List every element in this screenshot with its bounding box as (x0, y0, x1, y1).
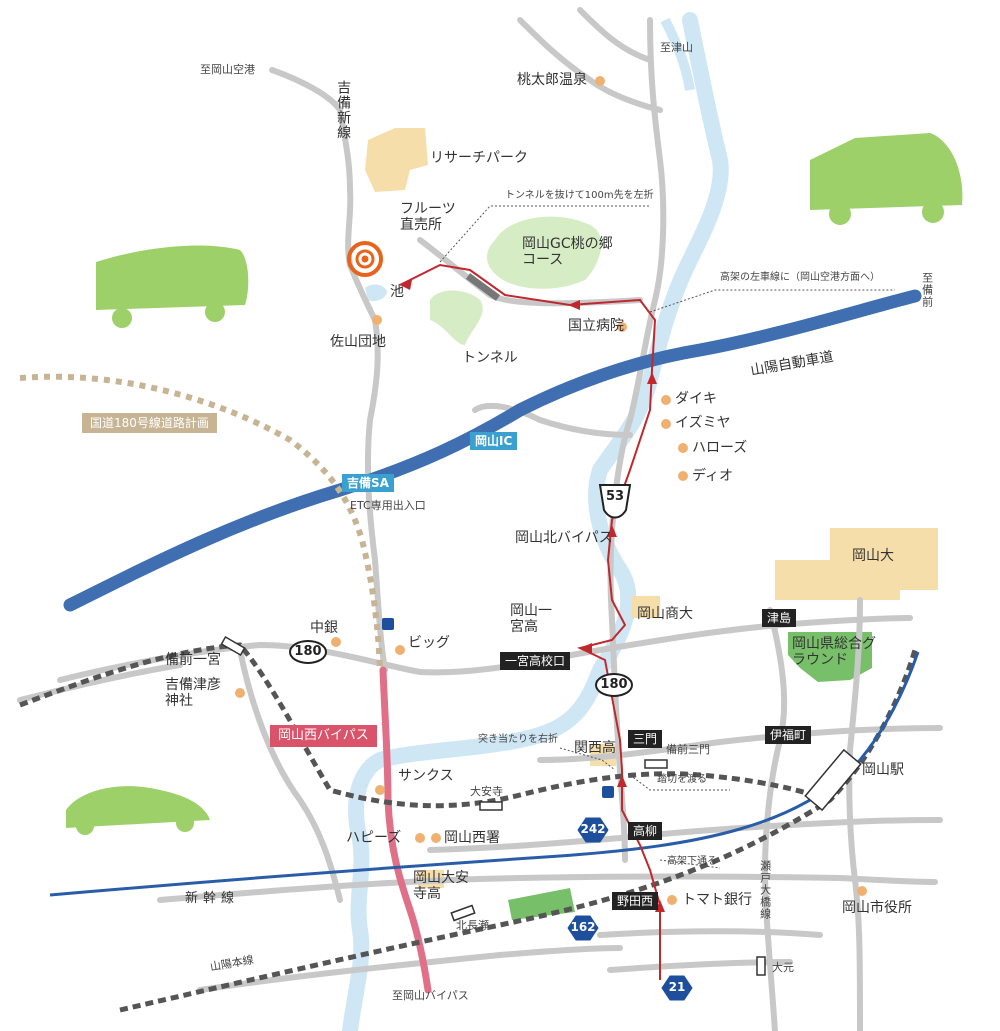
shodai-area (632, 596, 660, 618)
label-national-hospital: 国立病院 (568, 318, 624, 334)
label-halows: ハローズ (692, 440, 748, 456)
label-deo: ディオ (692, 468, 734, 484)
route-path (399, 263, 661, 980)
river (342, 12, 729, 1031)
label-to-airport: 至岡山空港 (200, 63, 255, 76)
label-kibi-line: 吉備新線 (335, 80, 352, 140)
railway-line (19, 642, 831, 809)
route-21-number: 21 (668, 980, 686, 994)
van-icon (810, 133, 963, 225)
label-momotaro-onsen: 桃太郎温泉 (517, 72, 587, 88)
route-53-number: 53 (605, 489, 625, 504)
label-daianji: 大安寺 (470, 785, 503, 798)
label-west-police: 岡山西署 (444, 830, 500, 846)
sports-ground-area (788, 632, 872, 682)
label-tunnel-note: トンネルを抜けて100m先を左折 (505, 190, 654, 201)
label-bizen-sanmon: 備前三門 (666, 743, 710, 756)
label-chugin: 中銀 (310, 620, 338, 636)
label-ichinomiya-high: 岡山一宮高 (510, 603, 552, 636)
sanyo-expressway (63, 289, 922, 612)
west-bypass-road (379, 666, 432, 994)
target-icon (347, 241, 383, 277)
route-shields (289, 484, 693, 1001)
route-162-number: 162 (570, 920, 596, 934)
label-happys: ハピーズ (346, 830, 402, 846)
okayama-univ-area (775, 528, 938, 600)
label-sanmon: 三門 (628, 730, 663, 749)
label-okayama-ic: 岡山IC (470, 432, 518, 451)
shinkansen-line (49, 651, 920, 897)
label-research-park: リサーチパーク (430, 150, 528, 166)
label-to-bizen: 至備前 (920, 272, 934, 308)
route-arrows (400, 280, 665, 912)
label-big: ビッグ (408, 635, 450, 651)
label-crossing-note: 踏切を渡る (657, 774, 707, 785)
label-takayanagi: 高柳 (628, 822, 663, 841)
label-kansai-high: 関西高 (574, 740, 616, 756)
callout-leaders (439, 205, 895, 869)
label-sunkus: サンクス (398, 768, 454, 784)
label-daianji-high: 岡山大安寺高 (413, 870, 469, 903)
label-okayama-station: 岡山駅 (862, 762, 904, 778)
label-city-hall: 岡山市役所 (842, 900, 912, 916)
label-pond: 池 (390, 284, 404, 300)
route-180-south-number: 180 (600, 677, 628, 692)
label-fruits-shop: フルーツ直売所 (400, 201, 456, 234)
research-park-area (365, 128, 428, 192)
label-tomato-bank: トマト銀行 (682, 892, 752, 908)
label-west-bypass: 岡山西バイパス (270, 725, 377, 747)
label-shodai: 岡山商大 (637, 606, 693, 622)
label-sports-ground: 岡山県総合グラウンド (792, 636, 876, 669)
label-omoto: 大元 (772, 961, 794, 974)
label-golf: 岡山GC桃の郷コース (522, 236, 613, 269)
label-bizen-ichinomiya: 備前一宮 (165, 652, 221, 668)
forest-patch (430, 290, 483, 345)
route-242-number: 242 (580, 822, 606, 836)
label-shinkansen: 新幹線 (185, 891, 240, 906)
poi-dots (235, 76, 867, 905)
label-under-elevated: 高架下通る (667, 856, 717, 867)
tunnel-mark (465, 273, 501, 301)
label-okayama-univ: 岡山大 (852, 548, 894, 564)
sign-icons (382, 618, 614, 798)
label-nodanishi: 野田西 (612, 892, 659, 911)
station-marks (220, 636, 862, 976)
label-izumiya: イズミヤ (675, 415, 731, 431)
label-elevated-note: 高架の左車線に（岡山空港方面へ） (720, 272, 880, 283)
label-tunnel: トンネル (462, 350, 518, 366)
label-kitanagase: 北長瀬 (456, 919, 489, 932)
route-180-number: 180 (294, 644, 322, 659)
label-north-bypass: 岡山北バイパス (515, 530, 613, 546)
label-seto-ohashi: 瀬戸大橋線 (758, 860, 772, 920)
label-route180-plan: 国道180号線道路計画 (82, 413, 217, 434)
river-tributary (660, 17, 695, 91)
label-kibitsuhiko: 吉備津彦神社 (165, 677, 221, 710)
label-ifukucho: 伊福町 (765, 726, 812, 745)
label-daiki: ダイキ (675, 391, 717, 407)
golf-course (486, 216, 602, 289)
label-ichinomiya-exit: 一宮高校口 (500, 652, 571, 671)
label-to-tsuyama: 至津山 (660, 41, 693, 54)
label-tsushima: 津島 (762, 609, 797, 628)
pond-shape (365, 284, 387, 302)
car-icon (66, 786, 210, 835)
label-etc: ETC専用出入口 (350, 499, 426, 512)
label-kibi-sa: 吉備SA (342, 474, 394, 493)
label-to-okayama-bypass: 至岡山バイパス (392, 989, 469, 1002)
bus-icon (96, 245, 249, 328)
route180-plan-road (19, 373, 383, 671)
label-dead-end-note: 突き当たりを右折 (478, 734, 558, 745)
label-sayama: 佐山団地 (330, 334, 386, 350)
